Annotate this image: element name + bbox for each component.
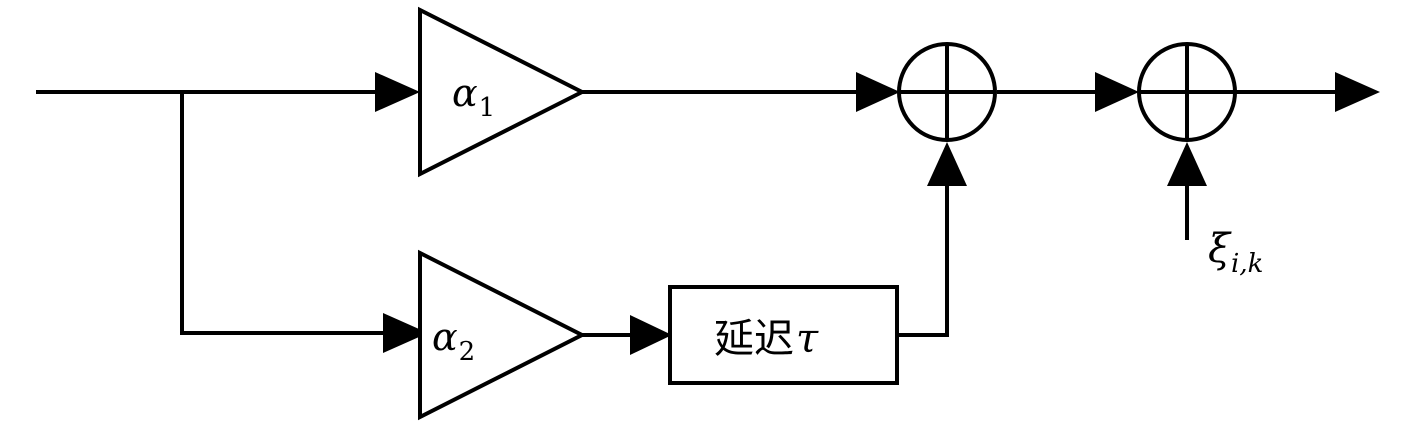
delay-box [668, 285, 899, 385]
gain-amplifier-1: α1 [418, 6, 587, 178]
sum2-input-arrow [1095, 72, 1139, 112]
gain-1-label: α1 [452, 71, 495, 123]
gain-amplifier-2: α2 [418, 249, 587, 421]
sum1-bottom-arrow [927, 142, 967, 186]
wires [36, 90, 1345, 337]
summing-junction-1 [897, 42, 997, 142]
noise-label: ξi,k [1208, 226, 1263, 279]
gain-1-subscript: 1 [479, 93, 496, 123]
delay-block: 延迟τ [668, 285, 899, 385]
gain-2-triangle [418, 249, 587, 421]
gain-2-subscript: 2 [459, 337, 476, 367]
output-arrow [1335, 72, 1380, 112]
gain2-input-arrow [383, 313, 428, 353]
noise-subscript: i,k [1231, 249, 1263, 279]
delay-input-arrow [630, 315, 672, 355]
summing-junction-2 [1137, 42, 1237, 142]
delay-to-sum1-line [897, 178, 949, 337]
gain-1-triangle [418, 6, 587, 178]
arrowheads [375, 72, 1380, 355]
delay-tau: τ [796, 316, 819, 362]
gain-2-label: α2 [432, 315, 475, 367]
sum2-bottom-arrow [1167, 142, 1207, 186]
sum1-input-arrow [856, 72, 900, 112]
delay-label: 延迟τ [714, 316, 819, 362]
branch-line [180, 92, 393, 335]
gain1-input-arrow [375, 72, 420, 112]
